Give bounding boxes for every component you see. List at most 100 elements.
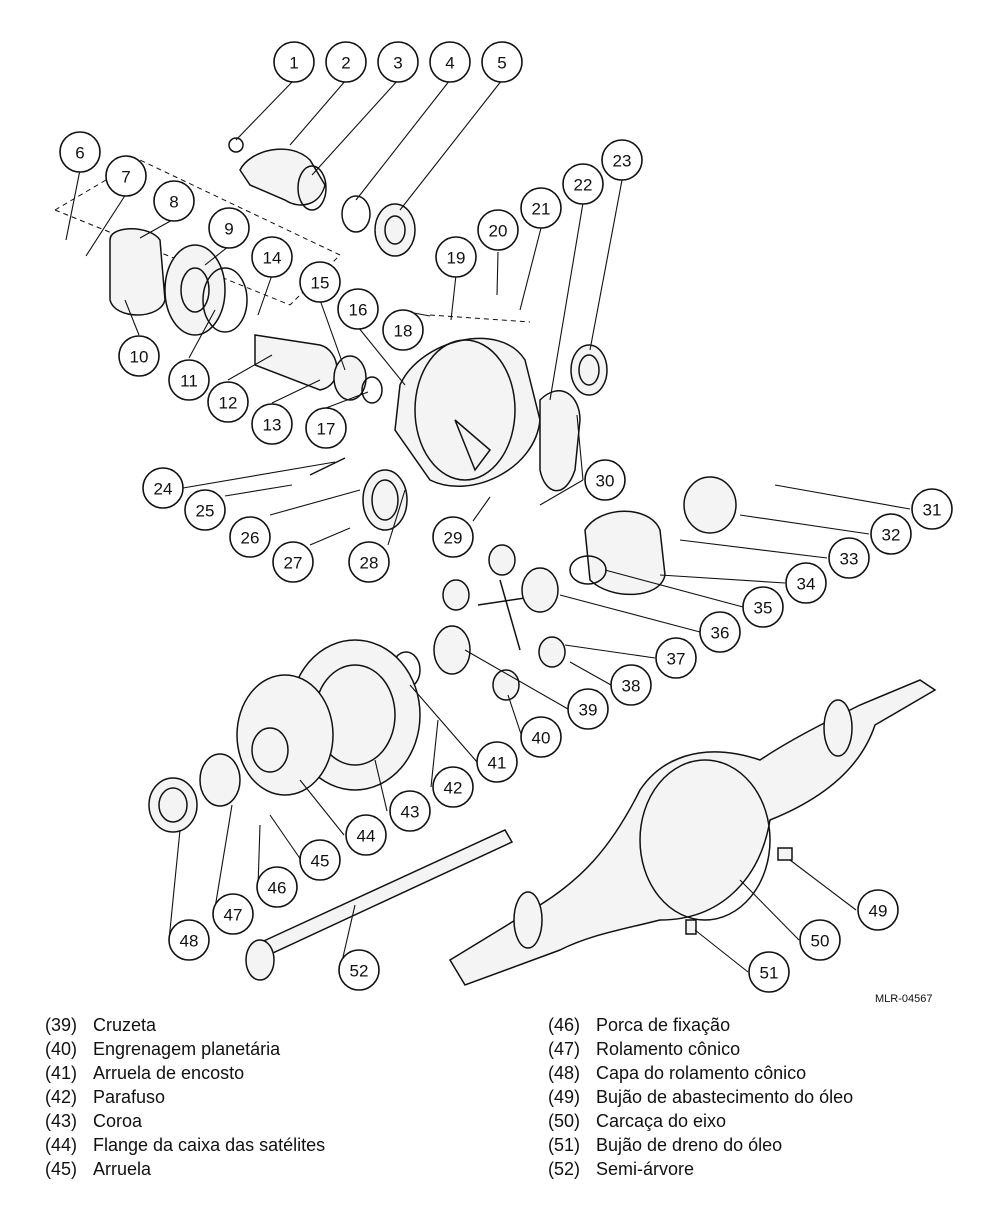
callout-50: 50	[799, 919, 841, 961]
callout-44: 44	[345, 814, 387, 856]
legend-number: (39)	[45, 1015, 78, 1035]
legend-number: (52)	[548, 1159, 581, 1179]
callout-13: 13	[251, 403, 293, 445]
callout-circle	[520, 187, 562, 229]
callout-label: 15	[311, 274, 330, 293]
callout-circle	[562, 163, 604, 205]
callout-label: 7	[121, 168, 130, 187]
callout-label: 28	[360, 554, 379, 573]
callout-32: 32	[870, 513, 912, 555]
callout-circle	[655, 637, 697, 679]
callout-label: 43	[401, 803, 420, 822]
callout-7: 7	[105, 155, 147, 197]
legend-number: (47)	[548, 1039, 581, 1059]
callout-16: 16	[337, 288, 379, 330]
callout-17: 17	[305, 407, 347, 449]
legend-item: (40)Engrenagem planetária	[45, 1037, 325, 1061]
callout-label: 4	[445, 54, 454, 73]
callout-circle	[251, 403, 293, 445]
legend-label: Arruela de encosto	[93, 1063, 245, 1083]
callout-circle	[345, 814, 387, 856]
legend-label: Arruela	[93, 1159, 152, 1179]
callout-label: 12	[219, 394, 238, 413]
callout-8: 8	[153, 180, 195, 222]
callout-label: 48	[180, 932, 199, 951]
legend-number: (46)	[548, 1015, 581, 1035]
callout-label: 39	[579, 701, 598, 720]
callout-label: 29	[444, 529, 463, 548]
callout-circle	[207, 381, 249, 423]
callout-circle	[229, 516, 271, 558]
callout-42: 42	[432, 766, 474, 808]
legend-item: (49)Bujão de abastecimento do óleo	[548, 1085, 853, 1109]
callout-circle	[338, 949, 380, 991]
legend-right-column: (46)Porca de fixação(47)Rolamento cônico…	[548, 1013, 853, 1181]
callout-circle	[610, 664, 652, 706]
callout-circle	[785, 562, 827, 604]
callout-18: 18	[382, 309, 424, 351]
legend-number: (43)	[45, 1111, 78, 1131]
callout-circle	[105, 155, 147, 197]
legend-item: (39) Cruzeta	[45, 1013, 325, 1037]
legend-label: Engrenagem planetária	[93, 1039, 281, 1059]
callout-circle	[212, 893, 254, 935]
callout-circle	[348, 541, 390, 583]
legend-number: (42)	[45, 1087, 78, 1107]
callout-circle	[748, 951, 790, 993]
callout-circle	[168, 359, 210, 401]
legend-item: (48)Capa do rolamento cônico	[548, 1061, 853, 1085]
legend-label: Semi-árvore	[596, 1159, 695, 1179]
callout-29: 29	[432, 516, 474, 558]
callout-19: 19	[435, 236, 477, 278]
callout-label: 45	[311, 852, 330, 871]
callout-9: 9	[208, 207, 250, 249]
callout-circle	[272, 541, 314, 583]
callout-label: 27	[284, 554, 303, 573]
callout-circle	[435, 236, 477, 278]
callout-label: 16	[349, 301, 368, 320]
legend-label: Flange da caixa das satélites	[93, 1135, 326, 1155]
callout-label: 40	[532, 729, 551, 748]
callout-47: 47	[212, 893, 254, 935]
callout-39: 39	[567, 688, 609, 730]
callout-circle	[299, 261, 341, 303]
callout-circle	[251, 236, 293, 278]
callout-14: 14	[251, 236, 293, 278]
callout-49: 49	[857, 889, 899, 931]
legend-item: (51)Bujão de dreno do óleo	[548, 1133, 853, 1157]
callout-25: 25	[184, 489, 226, 531]
callout-2: 2	[325, 41, 367, 83]
callout-circle	[828, 537, 870, 579]
callout-label: 47	[224, 906, 243, 925]
callout-15: 15	[299, 261, 341, 303]
legend-item: (41)Arruela de encosto	[45, 1061, 325, 1085]
callout-21: 21	[520, 187, 562, 229]
legend-label: Cruzeta	[93, 1015, 157, 1035]
callout-26: 26	[229, 516, 271, 558]
callout-circle	[337, 288, 379, 330]
legend-item: (47) Rolamento cônico	[548, 1037, 853, 1061]
callout-circle	[870, 513, 912, 555]
callout-circle	[256, 866, 298, 908]
callout-36: 36	[699, 611, 741, 653]
callout-label: 8	[169, 193, 178, 212]
callout-label: 19	[447, 249, 466, 268]
callout-circle	[742, 586, 784, 628]
callout-label: 14	[263, 249, 282, 268]
legend-label: Coroa	[93, 1111, 143, 1131]
callout-circle	[382, 309, 424, 351]
callout-10: 10	[118, 335, 160, 377]
legend-label: Rolamento cônico	[596, 1039, 741, 1059]
callout-3: 3	[377, 41, 419, 83]
callout-label: 2	[341, 54, 350, 73]
callout-20: 20	[477, 209, 519, 251]
callout-label: 41	[488, 754, 507, 773]
callout-24: 24	[142, 467, 184, 509]
callout-label: 35	[754, 599, 773, 618]
callout-circle	[481, 41, 523, 83]
callout-45: 45	[299, 839, 341, 881]
callout-label: 6	[75, 144, 84, 163]
callout-46: 46	[256, 866, 298, 908]
callout-circle	[432, 766, 474, 808]
